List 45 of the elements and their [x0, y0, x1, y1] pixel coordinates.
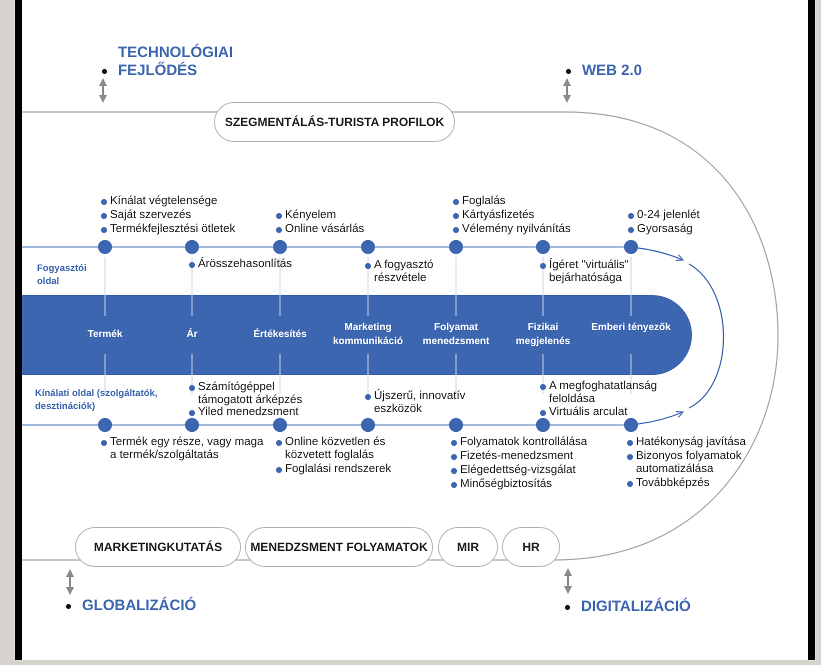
list-item-text: Foglalás	[452, 195, 602, 208]
trend-label: TECHNOLÓGIAI FEJLŐDÉS	[102, 44, 242, 80]
band-label: Emberi tényezők	[590, 321, 672, 335]
trend-label: WEB 2.0	[566, 62, 666, 80]
list-item-text: Kártyásfizetés	[452, 209, 602, 222]
list-item-text: 0-24 jelenlét	[627, 209, 727, 222]
trend-label: DIGITALIZÁCIÓ	[565, 598, 715, 616]
list-item-text: Online közvetlen és közvetett foglalás	[275, 436, 425, 462]
band-label: Fizikai megjelenés	[514, 321, 572, 349]
list-item-text: Továbbképzés	[626, 477, 746, 490]
side-label: Kínálati oldal (szolgáltatók, desztinációk)	[35, 387, 158, 413]
trend-label: GLOBALIZÁCIÓ	[66, 597, 216, 615]
list-item-text: A megfoghatatlanság feloldása	[539, 380, 689, 406]
list-item-text: Virtuális arculat	[539, 406, 689, 419]
list-item-text: Minőségbiztosítás	[450, 478, 610, 491]
band-label: Termék	[86, 328, 124, 342]
list-item-text: Termék egy része, vagy maga a termék/szolgáltatás	[100, 436, 265, 462]
list-item-text: Kényelem	[275, 209, 395, 222]
list-item-text: Gyorsaság	[627, 223, 727, 236]
list-item-text: Árösszehasonlítás	[188, 258, 338, 271]
list-item-text: Saját szervezés	[100, 209, 260, 222]
band-label: Marketing kommunikáció	[332, 321, 404, 349]
list-item-text: A fogyasztó részvétele	[364, 259, 464, 285]
band-label: Ár	[185, 328, 199, 342]
list-item-text: Vélemény nyilvánítás	[452, 223, 602, 236]
list-item-text: Ígéret "virtuális" bejárhatósága	[539, 259, 659, 285]
list-item-text: Újszerű, innovatív eszközök	[364, 390, 484, 416]
pill-box: MENEDZSMENT FOLYAMATOK	[245, 527, 433, 567]
band	[22, 295, 692, 375]
list-item-text: Foglalási rendszerek	[275, 463, 425, 476]
list-item-text: Yiled menedzsment	[188, 406, 338, 419]
band-label: Folyamat menedzsment	[422, 321, 490, 349]
list-item-text: Bizonyos folyamatok automatizálása	[626, 450, 771, 476]
list-item-text: Termékfejlesztési ötletek	[100, 223, 275, 236]
list-item-text: Számítógéppel támogatott árképzés	[188, 381, 328, 407]
side-label: Fogyasztói oldal	[37, 262, 88, 288]
list-item-text: Hatékonyság javítása	[626, 436, 756, 449]
list-item-text: Online vásárlás	[275, 223, 395, 236]
list-item-text: Elégedettség-vizsgálat	[450, 464, 610, 477]
list-item-text: Kínálat végtelensége	[100, 195, 260, 208]
pill-box: MARKETINGKUTATÁS	[75, 527, 241, 567]
list-item-text: Fizetés-menedzsment	[450, 450, 610, 463]
pill-box: SZEGMENTÁLÁS-TURISTA PROFILOK	[214, 102, 455, 142]
list-item-text: Folyamatok kontrollálása	[450, 436, 610, 449]
band-label: Értékesítés	[252, 328, 308, 342]
